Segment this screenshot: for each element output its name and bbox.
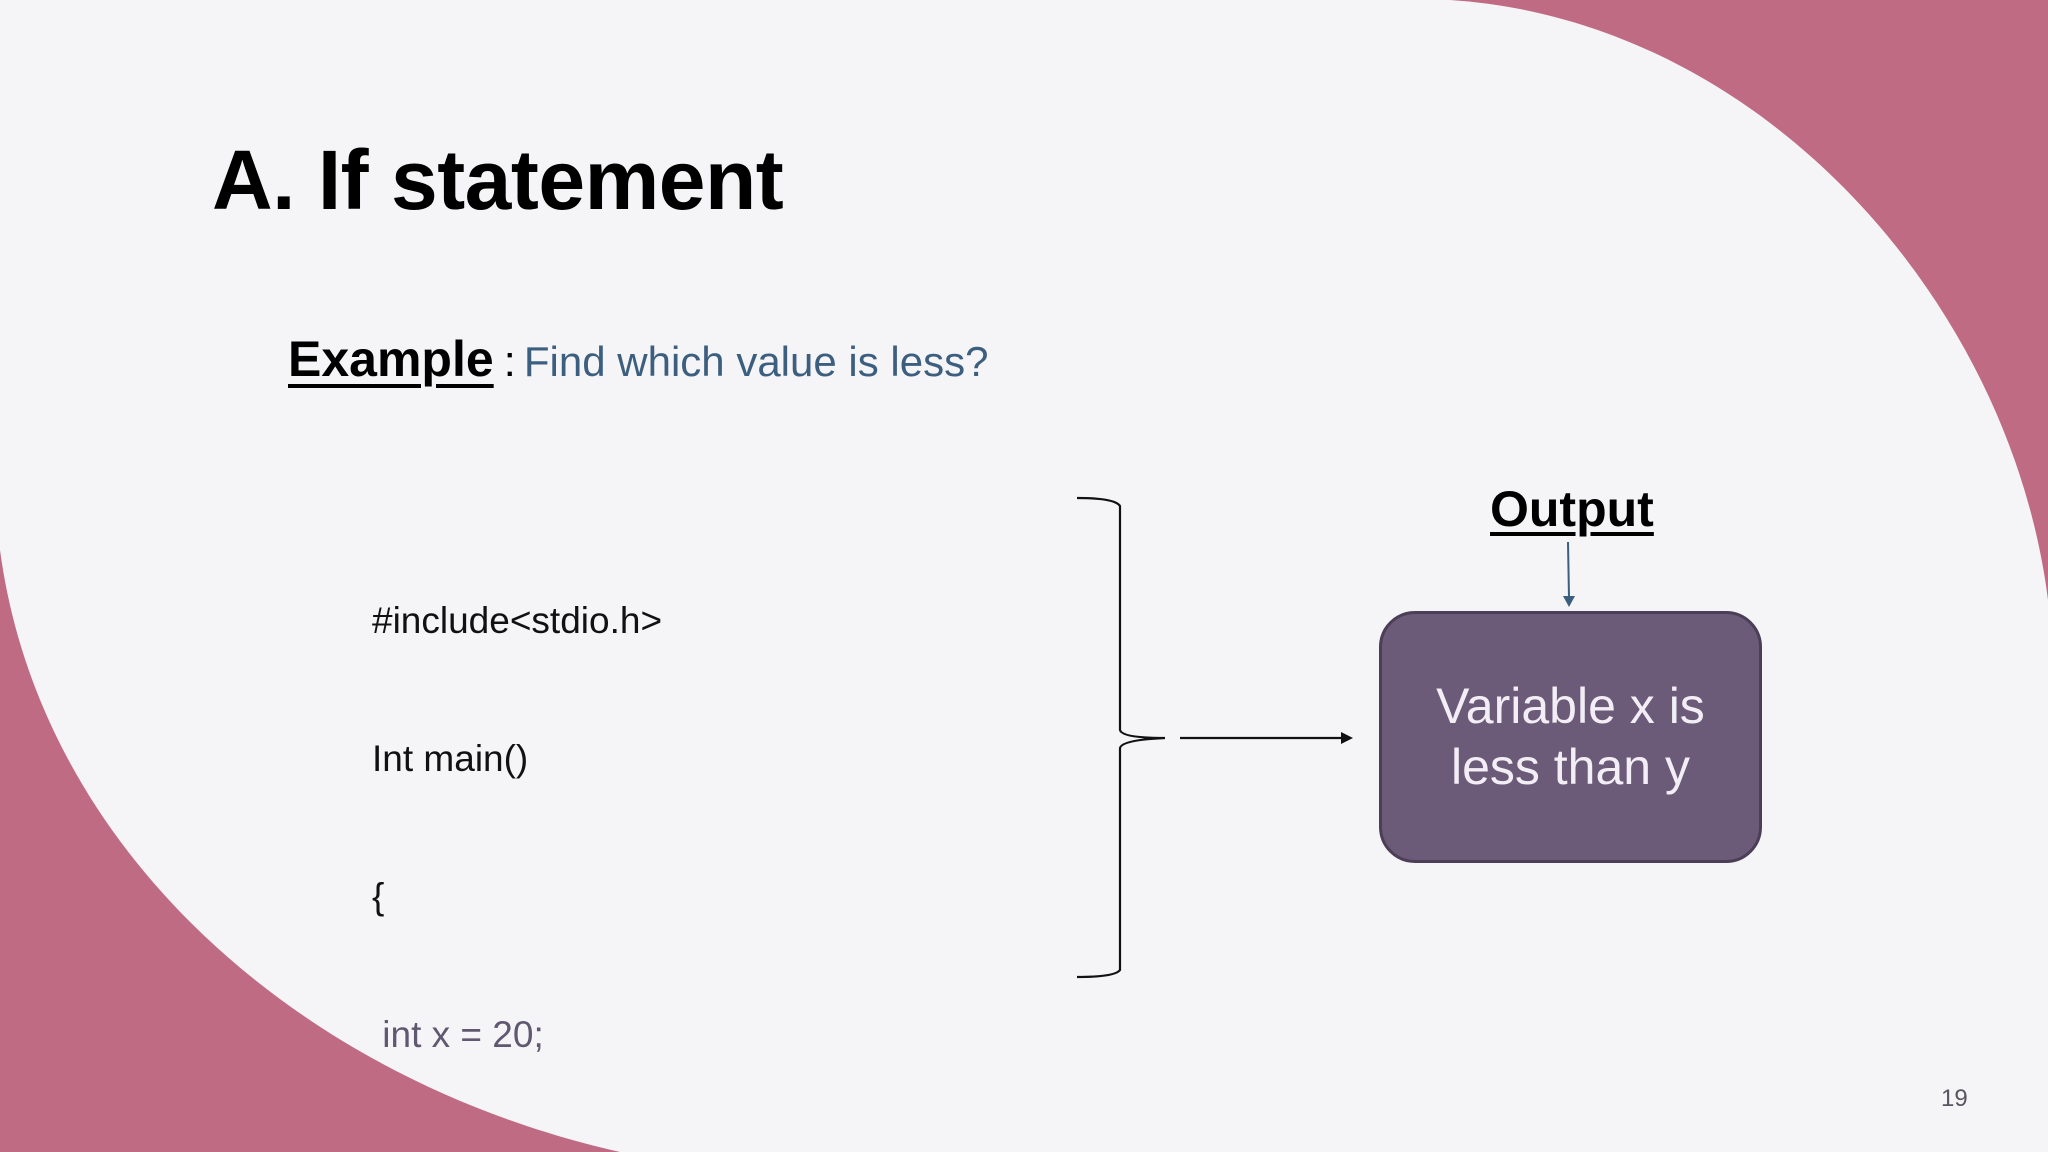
code-line-include: #include<stdio.h>	[372, 600, 663, 641]
slide-title: A. If statement	[212, 133, 784, 227]
output-box: Variable x is less than y	[1379, 611, 1762, 863]
code-line-declare-x: int x = 20;	[382, 1014, 544, 1055]
code-line-main: Int main()	[372, 738, 529, 779]
example-separator: :	[503, 337, 516, 386]
code-line-open-brace: {	[372, 876, 385, 917]
output-label: Output	[1490, 481, 1654, 537]
example-question: Find which value is less?	[523, 338, 989, 385]
code-block: #include<stdio.h> Int main() { int x = 2…	[372, 506, 1023, 1152]
output-result-text: Variable x is less than y	[1436, 678, 1705, 795]
page-number: 19	[1941, 1085, 1968, 1112]
example-label: Example	[288, 331, 494, 387]
example-heading: Example:Find which value is less?	[288, 334, 988, 384]
